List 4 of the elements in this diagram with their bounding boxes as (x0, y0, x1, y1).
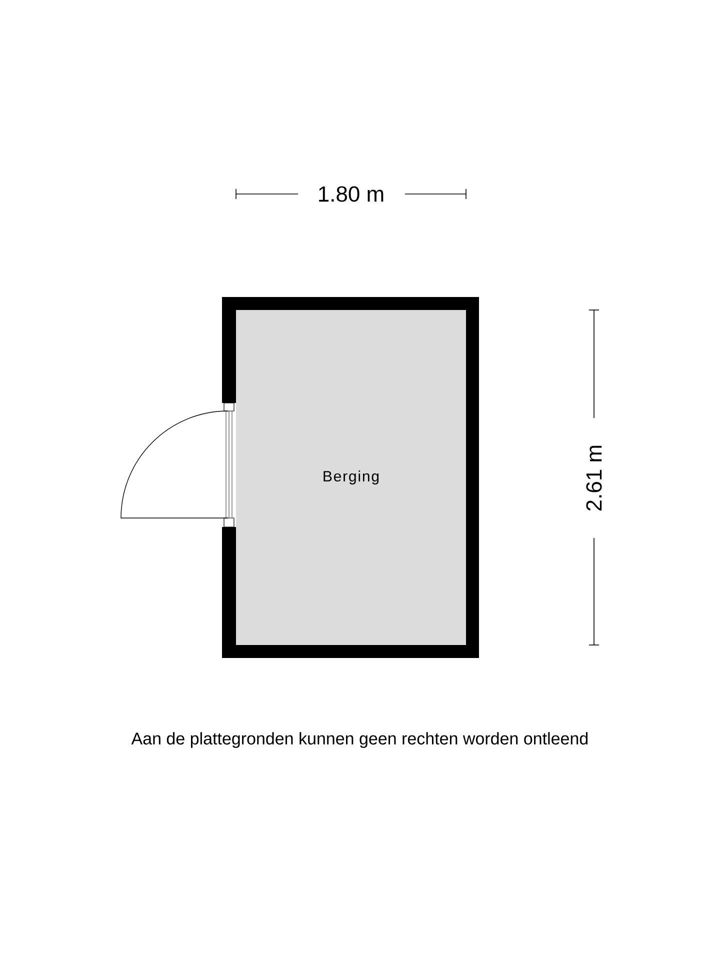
disclaimer-text: Aan de plattegronden kunnen geen rechten worden ontleend (131, 732, 588, 748)
room-area: Berging (236, 310, 466, 645)
dimension-label: 2.61 m (586, 446, 602, 511)
dimension-label: 1.80 m (319, 186, 384, 202)
